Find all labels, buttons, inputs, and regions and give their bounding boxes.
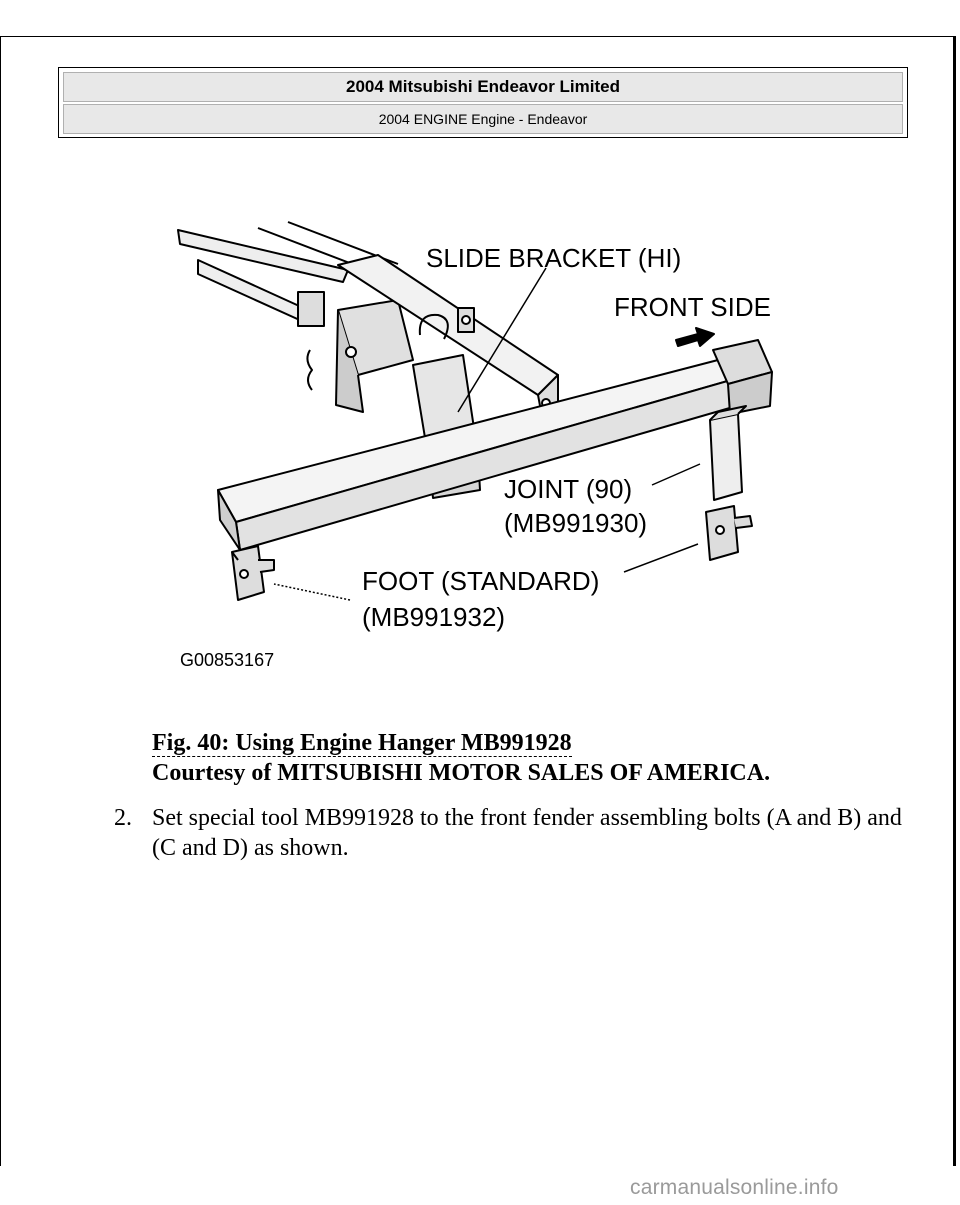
label-foot-part: (MB991932)	[362, 602, 505, 632]
step-number: 2.	[114, 805, 132, 831]
document-title: 2004 Mitsubishi Endeavor Limited	[63, 72, 903, 102]
figure-caption: Fig. 40: Using Engine Hanger MB991928 Co…	[152, 728, 770, 788]
engine-hanger-illustration: SLIDE BRACKET (HI) FRONT SIDE JOINT (90)…	[177, 221, 773, 670]
step-text: Set special tool MB991928 to the front f…	[152, 805, 902, 861]
engine-hanger-figure: SLIDE BRACKET (HI) FRONT SIDE JOINT (90)…	[158, 200, 818, 690]
label-front-side: FRONT SIDE	[614, 292, 771, 322]
document-subtitle: 2004 ENGINE Engine - Endeavor	[63, 104, 903, 134]
figure-id: G00853167	[180, 650, 274, 670]
label-slide-bracket: SLIDE BRACKET (HI)	[426, 243, 681, 273]
figure-caption-credit: Courtesy of MITSUBISHI MOTOR SALES OF AM…	[152, 760, 771, 786]
label-joint-part: (MB991930)	[504, 508, 647, 538]
procedure-step: 2. Set special tool MB991928 to the fron…	[114, 803, 904, 863]
site-watermark: carmanualsonline.info	[630, 1176, 839, 1199]
label-joint: JOINT (90)	[504, 474, 632, 504]
document-header: 2004 Mitsubishi Endeavor Limited 2004 EN…	[58, 67, 908, 138]
label-foot: FOOT (STANDARD)	[362, 566, 599, 596]
figure-caption-title[interactable]: Fig. 40: Using Engine Hanger MB991928	[152, 730, 572, 757]
page-frame	[0, 36, 956, 1166]
